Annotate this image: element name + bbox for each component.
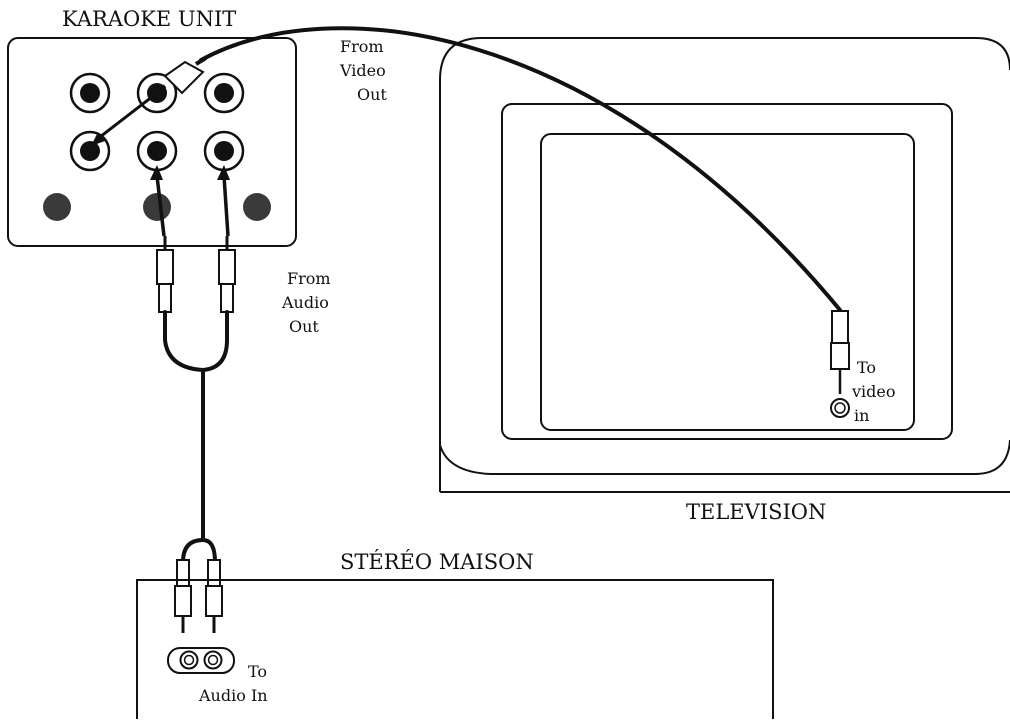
video-cable: [91, 26, 850, 394]
stereo-audio-in-jack-left: [179, 650, 199, 670]
audio-arrow-left-line: [155, 175, 166, 237]
tv-screen-frame: [501, 103, 953, 440]
karaoke-unit-box: [7, 37, 297, 247]
video-in-label: To video in: [851, 358, 901, 425]
stereo-box: [136, 579, 774, 719]
television-title: TELEVISION: [686, 500, 826, 524]
audio-arrow-left-head: [150, 165, 163, 180]
karaoke-unit: KARAOKE UNIT: [7, 7, 297, 247]
audio-arrow-right-line: [222, 175, 230, 237]
video-cable-plug-tv: [830, 310, 850, 394]
video-cable-wire: [199, 26, 842, 312]
video-cable-plug-karaoke: [155, 56, 208, 95]
tv-bezel-curve: [439, 439, 1010, 475]
video-out-label: From Video Out: [339, 37, 391, 104]
audio-arrow-right-head: [217, 165, 230, 180]
tv-video-in-jack: [830, 398, 850, 418]
audio-plug-right: [218, 236, 236, 313]
audio-plug-left: [156, 236, 174, 313]
karaoke-jack-video-out-a: [69, 72, 111, 114]
karaoke-jack-video-in: [69, 130, 111, 172]
audio-out-label: From Audio Out: [281, 269, 336, 336]
stereo-plug-left: [174, 559, 192, 633]
video-arrow-line: [95, 91, 158, 142]
karaoke-jack-audio-right: [203, 130, 245, 172]
karaoke-jack-audio-left: [136, 130, 178, 172]
tv-outer-frame: [439, 37, 1010, 492]
audio-y-split-top: [163, 310, 229, 372]
audio-in-label: To Audio In: [198, 662, 272, 705]
video-arrow-head: [91, 132, 105, 146]
karaoke-jack-video-out-c: [203, 72, 245, 114]
tv-screen: [540, 133, 915, 431]
audio-y-split-bottom: [181, 538, 217, 564]
stereo-plug-right: [205, 559, 223, 633]
karaoke-indicator-1: [43, 193, 71, 221]
karaoke-indicator-3: [243, 193, 271, 221]
stereo-audio-in-panel: [167, 647, 235, 674]
stereo-unit: STÉRÉO MAISON To Audio In: [136, 550, 774, 719]
stereo-title: STÉRÉO MAISON: [340, 550, 534, 574]
stereo-audio-in-jack-right: [203, 650, 223, 670]
karaoke-indicator-2: [143, 193, 171, 221]
audio-cable: [150, 165, 236, 633]
karaoke-unit-title: KARAOKE UNIT: [62, 7, 236, 31]
television: TELEVISION To video in: [439, 37, 1010, 524]
